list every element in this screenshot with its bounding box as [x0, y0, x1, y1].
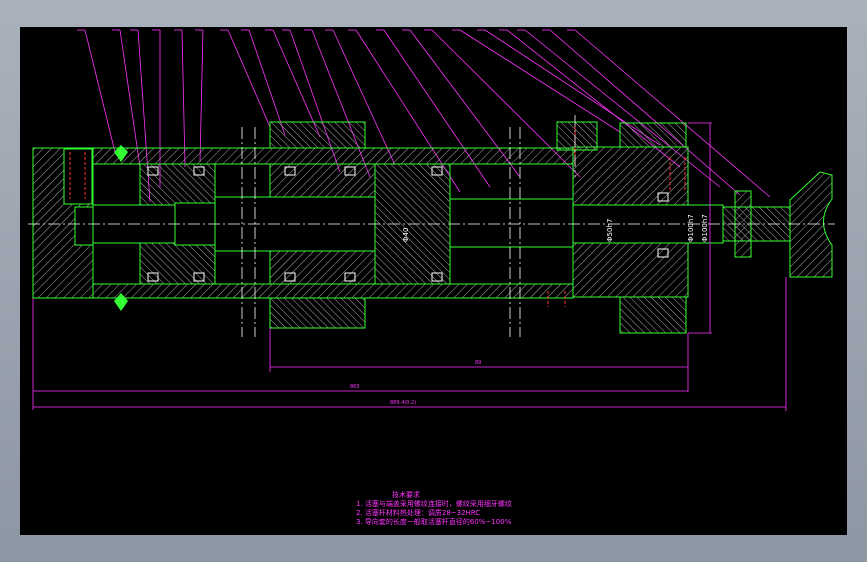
note-item-1: 1. 活塞与端盖采用螺纹连接时，螺纹采用细牙螺纹 — [356, 500, 512, 508]
rod-head-top-flange — [619, 122, 687, 148]
leader-line — [119, 29, 141, 168]
seal-7 — [344, 166, 356, 176]
hydraulic-cylinder-drawing: Φ40 Φ50h7 Φ100h7 Φ100h7 89 865 — [28, 29, 835, 411]
callout-d3: Φ100h7 — [687, 214, 695, 242]
seal-2 — [147, 272, 159, 282]
leader-line — [459, 29, 621, 133]
barrel-top-wall — [92, 147, 574, 165]
left-cap-bore — [63, 148, 93, 205]
seal-4 — [193, 272, 205, 282]
dim-inner-span: 89 — [475, 360, 481, 366]
rod-guide-section — [449, 198, 574, 248]
callout-d4: Φ100h7 — [701, 214, 709, 242]
leader-line — [248, 29, 286, 136]
dim-total-span: 889.4(0.2) — [390, 400, 416, 406]
seals — [147, 166, 669, 282]
middle-support-top — [269, 121, 366, 149]
leader-line — [549, 29, 741, 196]
weld-markers — [114, 145, 128, 311]
leader-line — [574, 29, 771, 198]
cylinder-body — [32, 121, 833, 334]
diameter-callouts: Φ40 Φ50h7 Φ100h7 Φ100h7 — [402, 214, 709, 242]
left-cap-port — [74, 206, 94, 246]
leader-line — [332, 29, 396, 166]
leader-line — [272, 29, 321, 138]
rod-head-bottom-flange — [619, 296, 687, 334]
seal-9 — [431, 166, 443, 176]
technical-requirements: 技术要求 1. 活塞与端盖采用螺纹连接时，螺纹采用细牙螺纹 2. 活塞杆材料热处… — [356, 491, 656, 527]
drawing-canvas[interactable]: Φ40 Φ50h7 Φ100h7 Φ100h7 89 865 — [20, 27, 847, 535]
leader-line — [199, 29, 204, 163]
middle-support-bottom — [269, 297, 366, 329]
top-port — [556, 121, 598, 151]
seal-6 — [284, 272, 296, 282]
seal-12 — [657, 248, 669, 258]
seal-8 — [344, 272, 356, 282]
leader-line — [227, 29, 271, 128]
leader-line — [181, 29, 186, 168]
seal-5 — [284, 166, 296, 176]
leader-line — [84, 29, 116, 153]
seal-11 — [657, 192, 669, 202]
note-item-2: 2. 活塞杆材料热处理：调质28~32HRC — [356, 509, 481, 517]
rod-clevis — [789, 171, 833, 278]
dimension-texts: 89 865 889.4(0.2) — [350, 360, 481, 406]
dim-mid-span: 865 — [350, 384, 360, 390]
note-item-3: 3. 导向套的长度一般取活塞杆直径的60%~100% — [356, 518, 512, 526]
seal-10 — [431, 272, 443, 282]
centerlines — [28, 115, 835, 337]
seal-3 — [193, 166, 205, 176]
seal-1 — [147, 166, 159, 176]
barrel-bottom-wall — [92, 283, 574, 299]
callout-d2: Φ50h7 — [606, 219, 614, 242]
callout-d1: Φ40 — [402, 228, 410, 242]
dimension-lines — [32, 122, 787, 411]
notes-title: 技术要求 — [392, 491, 420, 499]
